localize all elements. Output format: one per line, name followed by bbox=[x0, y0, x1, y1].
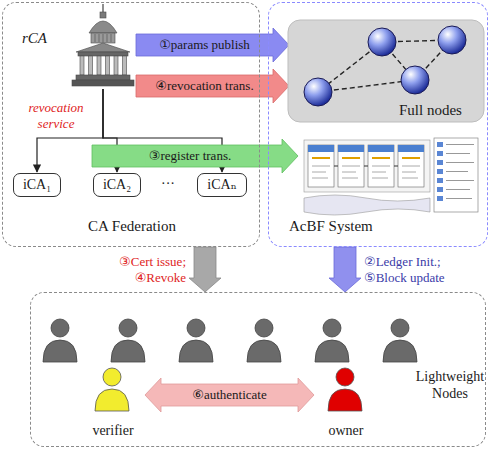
acbf-system-region: AcBF System Full nodes bbox=[268, 2, 488, 247]
lightweight-node-person bbox=[43, 319, 417, 362]
owner-person bbox=[328, 368, 362, 411]
ca-label: iCA₁ bbox=[23, 177, 51, 194]
capitol-building-icon bbox=[72, 4, 134, 86]
node-title: owner bbox=[314, 423, 378, 440]
block-arrow bbox=[136, 69, 289, 103]
full-nodes-box: Full nodes bbox=[289, 21, 485, 123]
label-holder: revocation service bbox=[14, 100, 98, 131]
node-title: AcBF System bbox=[289, 217, 429, 235]
node-title: verifier bbox=[81, 423, 145, 440]
label-holder: ③register trans. bbox=[146, 148, 234, 164]
edge-label: ⑥authenticate bbox=[192, 387, 266, 403]
intermediate-ca-box: iCA₂ bbox=[93, 173, 141, 197]
edge-label: ④revocation trans. bbox=[155, 78, 253, 94]
intermediate-ca-box: iCA₁ bbox=[13, 173, 61, 197]
ca-label: iCAₙ bbox=[207, 177, 236, 194]
edge-label-holder: ②Ledger Init.; ⑤Block update bbox=[364, 254, 480, 285]
edge-label: ③Cert issue; ④Revoke bbox=[100, 254, 186, 285]
block-arrow bbox=[329, 247, 361, 292]
edge-label-holder: ③Cert issue; ④Revoke bbox=[100, 254, 186, 285]
block-arrow bbox=[145, 378, 314, 412]
block-arrow bbox=[136, 28, 289, 62]
root-ca: rCA bbox=[16, 11, 136, 89]
edge-label: ①params publish bbox=[159, 37, 250, 53]
edge-label-holder: ⑥authenticate bbox=[192, 387, 266, 403]
ellipsis: ··· bbox=[161, 176, 175, 193]
edge-label: ②Ledger Init.; ⑤Block update bbox=[364, 254, 480, 285]
block-arrow bbox=[189, 247, 221, 292]
arrow-label: ③register trans. bbox=[146, 148, 234, 164]
edge-label-holder: ④revocation trans. bbox=[155, 78, 253, 94]
ledger-illustration bbox=[304, 138, 478, 215]
verifier-person bbox=[95, 368, 129, 411]
verifier-node: verifier bbox=[81, 363, 145, 445]
service-note: revocation service bbox=[14, 100, 98, 131]
full-nodes-panel bbox=[288, 20, 484, 122]
node-title: Lightweight Nodes bbox=[415, 369, 485, 403]
node-title: rCA bbox=[22, 29, 68, 47]
node-title: Full nodes bbox=[399, 101, 481, 119]
lightweight-nodes-region: Lightweight Nodes verifier owner bbox=[30, 292, 486, 447]
label-holder: ··· bbox=[161, 176, 175, 193]
edge-label-holder: ①params publish bbox=[159, 37, 250, 53]
intermediate-ca-box: iCAₙ bbox=[197, 173, 247, 197]
full-node-circle bbox=[304, 26, 466, 106]
node-title: CA Federation bbox=[3, 217, 261, 235]
ca-label: iCA₂ bbox=[103, 177, 131, 194]
owner-node: owner bbox=[314, 363, 378, 445]
